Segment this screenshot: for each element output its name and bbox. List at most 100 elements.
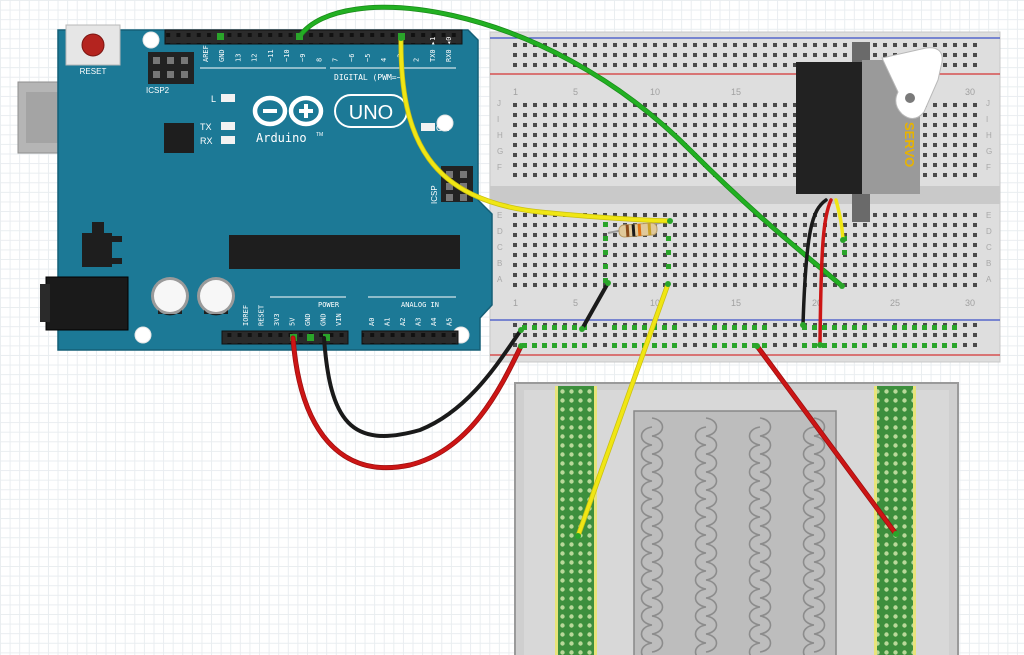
l-led-label: L <box>211 94 216 104</box>
wire-servo-red <box>818 198 833 347</box>
rx-led-label: RX <box>200 136 213 146</box>
bb-num-top-15: 15 <box>731 87 741 97</box>
sensor-serpentine-traces <box>640 417 826 655</box>
digital-pin-label-10: ~5 <box>364 54 372 62</box>
servo-label: SERVO <box>902 122 917 167</box>
row-letter-right-i: I <box>986 115 988 124</box>
digital-pin-label-9: ~6 <box>348 54 356 62</box>
tx-led-label: TX <box>200 122 212 132</box>
bottom-terminal-holes <box>510 210 980 290</box>
tx-led <box>221 122 235 130</box>
bb-num-top-10: 10 <box>650 87 660 97</box>
serpentine-trace-alt-1 <box>694 426 707 655</box>
icsp2-pins <box>153 57 188 78</box>
analog-pin-label-0: A0 <box>368 318 376 326</box>
serpentine-trace-alt-2 <box>748 426 761 655</box>
highlighted-holes <box>522 222 957 348</box>
wire-green <box>298 5 844 288</box>
tm-label: TM <box>316 132 323 138</box>
regulator-pin-1 <box>112 236 122 242</box>
bb-num-bottom-25: 25 <box>890 298 900 308</box>
capacitor-left-band <box>158 310 182 316</box>
breadboard-numbers-bottom: 1 5 10 15 20 25 30 <box>513 298 975 308</box>
on-led-label: ON <box>436 123 450 133</box>
digital-pin-label-15: RX0 ◂0 <box>445 37 453 62</box>
power-jack <box>45 276 129 331</box>
row-letter-left-c: C <box>497 243 503 252</box>
icsp-label: ICSP <box>430 185 439 204</box>
serpentine-trace-alt-3 <box>802 426 815 655</box>
row-letter-left-d: D <box>497 227 503 236</box>
voltage-regulator <box>82 233 112 267</box>
power-pin-label-4: GND <box>304 313 312 326</box>
power-pin-label-1: RESET <box>258 304 266 326</box>
bb-num-top-30: 30 <box>965 87 975 97</box>
sensor-right-strip <box>877 386 913 655</box>
wires <box>290 4 899 539</box>
power-pin-highlight-gnd <box>307 334 314 341</box>
resistor <box>607 220 671 238</box>
power-pin-highlight-gnd2 <box>323 334 330 341</box>
serpentine-trace-1 <box>705 417 718 653</box>
wire-servo-yellow <box>834 198 845 242</box>
servo-horn-hub <box>905 93 915 103</box>
analog-pin-label-3: A3 <box>415 318 423 326</box>
row-letter-right-e: E <box>986 211 991 220</box>
wire-black-gnd <box>322 328 523 438</box>
servo-motor: SERVO <box>796 42 943 222</box>
power-header <box>221 330 349 345</box>
row-letter-right-c: C <box>986 243 992 252</box>
row-letter-right-a: A <box>986 275 992 284</box>
digital-pin-label-5: ~10 <box>283 49 291 62</box>
mount-hole-right <box>436 114 454 132</box>
row-letter-right-f: F <box>986 163 991 172</box>
digital-pin-label-6: ~9 <box>299 54 307 62</box>
icsp-pins <box>446 171 467 201</box>
bb-num-bottom-1: 1 <box>513 298 518 308</box>
row-letter-left-g: G <box>497 147 503 156</box>
wire-black-short <box>580 281 610 331</box>
reset-button-cap[interactable] <box>81 33 105 57</box>
serpentine-trace-2 <box>759 417 772 653</box>
digital-pin-label-3: 12 <box>251 54 259 62</box>
rx-led <box>221 136 235 144</box>
servo-horn <box>881 47 943 119</box>
serpentine-trace-0 <box>651 417 664 653</box>
wire-red-sensor <box>755 344 898 536</box>
atmega-chip <box>229 235 460 269</box>
capacitor-right-top <box>200 280 232 312</box>
row-letter-left-h: H <box>497 131 503 140</box>
row-letter-left-a: A <box>497 275 503 284</box>
power-pin-label-6: VIN <box>335 313 343 326</box>
wire-yellow-sensor <box>576 282 670 538</box>
uno-label: UNO <box>349 102 393 124</box>
power-pin-label-5: GND <box>320 313 328 326</box>
digital-pin-label-1: GND <box>218 49 226 62</box>
bb-num-bottom-5: 5 <box>573 298 578 308</box>
analog-pin-label-5: A5 <box>446 318 454 326</box>
on-led <box>421 123 435 131</box>
digital-pin-label-7: 8 <box>315 58 323 62</box>
row-letter-right-b: B <box>986 259 991 268</box>
serpentine-trace-alt-0 <box>640 426 653 655</box>
digital-header <box>164 29 463 45</box>
bb-num-bottom-20: 20 <box>812 298 822 308</box>
row-letter-left-e: E <box>497 211 502 220</box>
capacitor-right-band <box>204 310 228 316</box>
bb-num-bottom-10: 10 <box>650 298 660 308</box>
digital-pin-label-11: 4 <box>380 58 388 62</box>
icsp2-label: ICSP2 <box>146 86 170 95</box>
row-letter-right-d: D <box>986 227 992 236</box>
serpentine-trace-3 <box>813 417 826 653</box>
power-pin-label-2: 3V3 <box>273 313 281 326</box>
breadboard-row-letters-right: J I H G F E D C B A <box>986 99 992 284</box>
reset-button[interactable] <box>65 24 121 66</box>
power-pin-label-0: IOREF <box>242 305 250 326</box>
logo-loop-left <box>252 95 288 127</box>
analog-pin-label-1: A1 <box>384 318 392 326</box>
digital-pin-label-4: ~11 <box>267 49 275 62</box>
